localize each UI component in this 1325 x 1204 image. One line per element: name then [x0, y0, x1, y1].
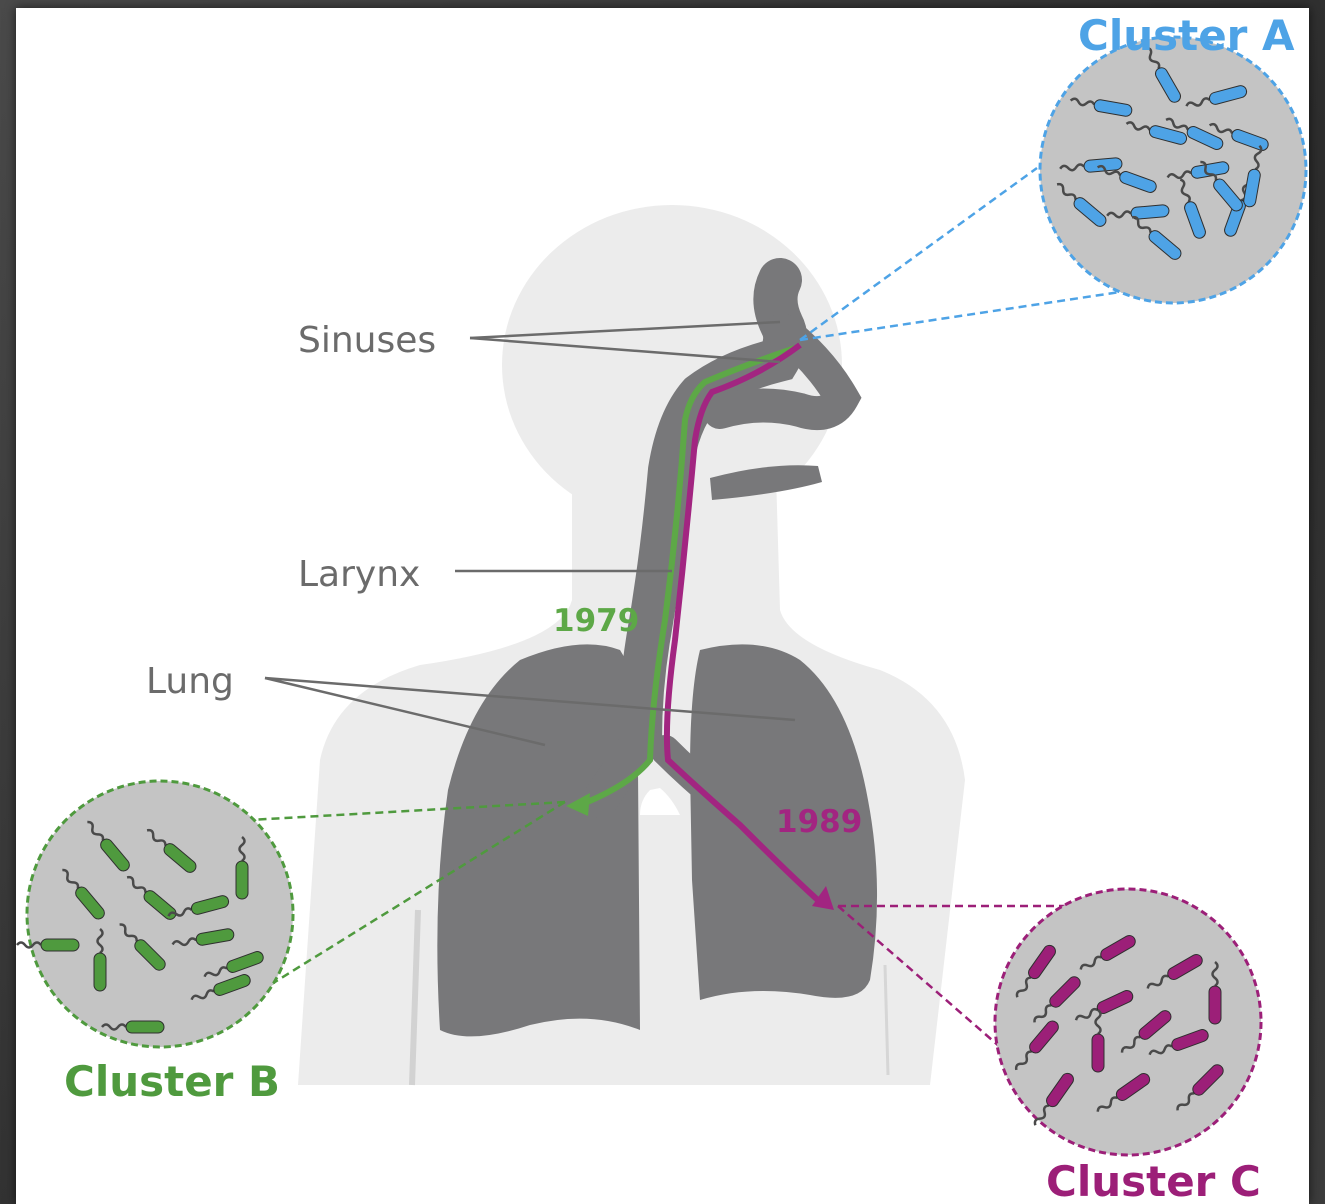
bacterium-rod: [126, 1021, 164, 1033]
cluster-b-label: Cluster B: [64, 1057, 280, 1106]
bacterium-rod: [94, 953, 106, 991]
bacterium: [17, 939, 79, 951]
bacterium-rod: [41, 939, 79, 951]
bacterium-rod: [1092, 1034, 1104, 1072]
larynx-label: Larynx: [298, 554, 420, 595]
lung-label: Lung: [146, 661, 234, 702]
cluster-a-circle: [1040, 37, 1306, 303]
bacterium-rod: [236, 861, 248, 899]
cluster-c-label: Cluster C: [1046, 1157, 1261, 1204]
bacterium-rod: [1209, 986, 1221, 1024]
year-1979-label: 1979: [553, 603, 639, 639]
sinuses-label: Sinuses: [298, 320, 436, 361]
cluster-b-circle: [27, 781, 293, 1047]
zoom-line-a-upper: [800, 168, 1037, 340]
cluster-a-label: Cluster A: [1078, 11, 1295, 60]
year-1989-label: 1989: [776, 804, 862, 840]
